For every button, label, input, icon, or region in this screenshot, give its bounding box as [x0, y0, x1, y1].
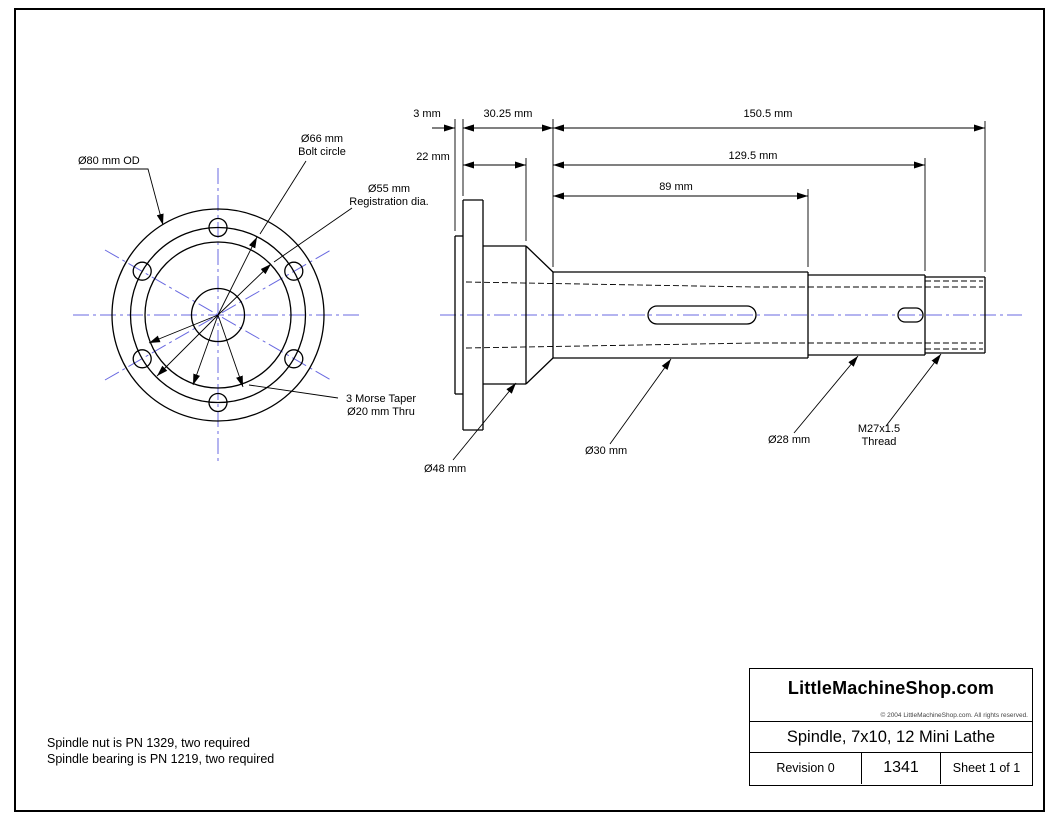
side-view: 3 mm 30.25 mm 150.5 mm 22 mm 129.5 mm 89…	[413, 108, 1022, 475]
registration-label: Ø55 mm	[368, 183, 410, 195]
dimension-text: 3 mm	[413, 108, 441, 120]
keyway-slot	[897, 307, 924, 323]
bolt-hole	[208, 392, 228, 413]
title-block: LittleMachineShop.com © 2004 LittleMachi…	[749, 668, 1033, 786]
morse-taper-label: 3 Morse Taper	[346, 393, 416, 405]
bolt-circle	[129, 226, 307, 404]
note-line: Spindle bearing is PN 1219, two required	[47, 752, 275, 766]
bolt-hole	[208, 217, 228, 238]
taper-edge	[525, 245, 554, 273]
callout-48mm: Ø48 mm	[424, 382, 517, 475]
dim-22mm: 22 mm	[416, 151, 526, 169]
registration-label: Registration dia.	[349, 196, 429, 208]
leader-arrow	[148, 314, 219, 344]
copyright-text: © 2004 LittleMachineShop.com. All rights…	[880, 712, 1028, 719]
dim-30-25mm: 30.25 mm	[463, 108, 553, 132]
drawing-border	[14, 8, 1045, 812]
dim-129-5mm: 129.5 mm	[553, 150, 925, 169]
morse-leader	[248, 384, 339, 399]
callout-30mm: Ø30 mm	[585, 358, 672, 457]
leader-arrow	[192, 314, 219, 386]
leader-arrow	[217, 236, 258, 316]
bolt-hole	[284, 349, 304, 369]
dimension-text: 22 mm	[416, 151, 450, 163]
leader-line	[452, 382, 517, 461]
od-label: Ø80 mm OD	[78, 155, 140, 167]
registration-boss	[454, 235, 463, 395]
sheet-label: Sheet 1 of 1	[952, 761, 1021, 775]
callout-text: M27x1.5	[858, 423, 900, 435]
dim-3mm: 3 mm	[413, 108, 486, 132]
title-block-header: LittleMachineShop.com © 2004 LittleMachi…	[750, 669, 1032, 722]
dim-150-5mm: 150.5 mm	[553, 108, 985, 132]
registration-leader	[273, 207, 353, 263]
dimension-text: 129.5 mm	[729, 150, 778, 162]
drawing-title: Spindle, 7x10, 12 Mini Lathe	[750, 722, 1032, 753]
company-name: LittleMachineShop.com	[787, 678, 995, 698]
bore-hidden-line	[465, 342, 983, 349]
bore-circle	[190, 287, 246, 343]
bolt-hole	[284, 261, 304, 281]
od-leader	[80, 168, 164, 226]
callout-28mm: Ø28 mm	[768, 355, 859, 446]
shaft-30mm	[553, 271, 809, 359]
leader-arrow	[156, 314, 219, 377]
radial-arrows	[148, 236, 272, 388]
drawing-notes: Spindle nut is PN 1329, two required Spi…	[47, 735, 274, 767]
leader-line	[885, 353, 942, 427]
front-view: Ø80 mm OD Ø66 mm Bolt circle Ø55 mm Regi…	[73, 133, 429, 462]
leader-line	[609, 358, 672, 445]
leader-line	[793, 355, 859, 434]
dimension-text: 89 mm	[659, 181, 693, 193]
callout-text: Ø28 mm	[768, 434, 810, 446]
hidden-bore	[465, 281, 983, 349]
bore-hidden-line	[465, 281, 983, 288]
callout-text: Ø30 mm	[585, 445, 627, 457]
morse-taper-label: Ø20 mm Thru	[347, 406, 415, 418]
taper-edge	[525, 357, 554, 385]
bolt-circle-label: Ø66 mm	[301, 133, 343, 145]
dim-89mm: 89 mm	[553, 181, 808, 200]
dimension-text: 30.25 mm	[484, 108, 533, 120]
note-line: Spindle nut is PN 1329, two required	[47, 736, 250, 750]
title-block-footer: Revision 0 1341 Sheet 1 of 1	[750, 753, 1032, 784]
bolt-circle-leader	[259, 160, 307, 235]
callout-thread: M27x1.5 Thread	[858, 353, 942, 448]
registration-circle	[144, 241, 292, 389]
keyway-slot	[647, 305, 757, 325]
threaded-end	[925, 276, 986, 354]
bolt-hole	[132, 261, 152, 281]
leader-arrow	[217, 263, 272, 316]
leader-arrow	[217, 314, 244, 388]
shaft-28mm	[808, 274, 926, 356]
part-number: 1341	[861, 753, 941, 784]
revision-label: Revision 0	[776, 761, 835, 775]
hub	[483, 245, 554, 385]
bolt-hole	[132, 349, 152, 369]
extension-lines	[454, 119, 986, 272]
outer-diameter-circle	[111, 208, 325, 422]
callout-text: Thread	[862, 436, 897, 448]
callout-text: Ø48 mm	[424, 463, 466, 475]
flange	[462, 199, 484, 431]
dimension-text: 150.5 mm	[744, 108, 793, 120]
bolt-circle-label: Bolt circle	[298, 146, 346, 158]
